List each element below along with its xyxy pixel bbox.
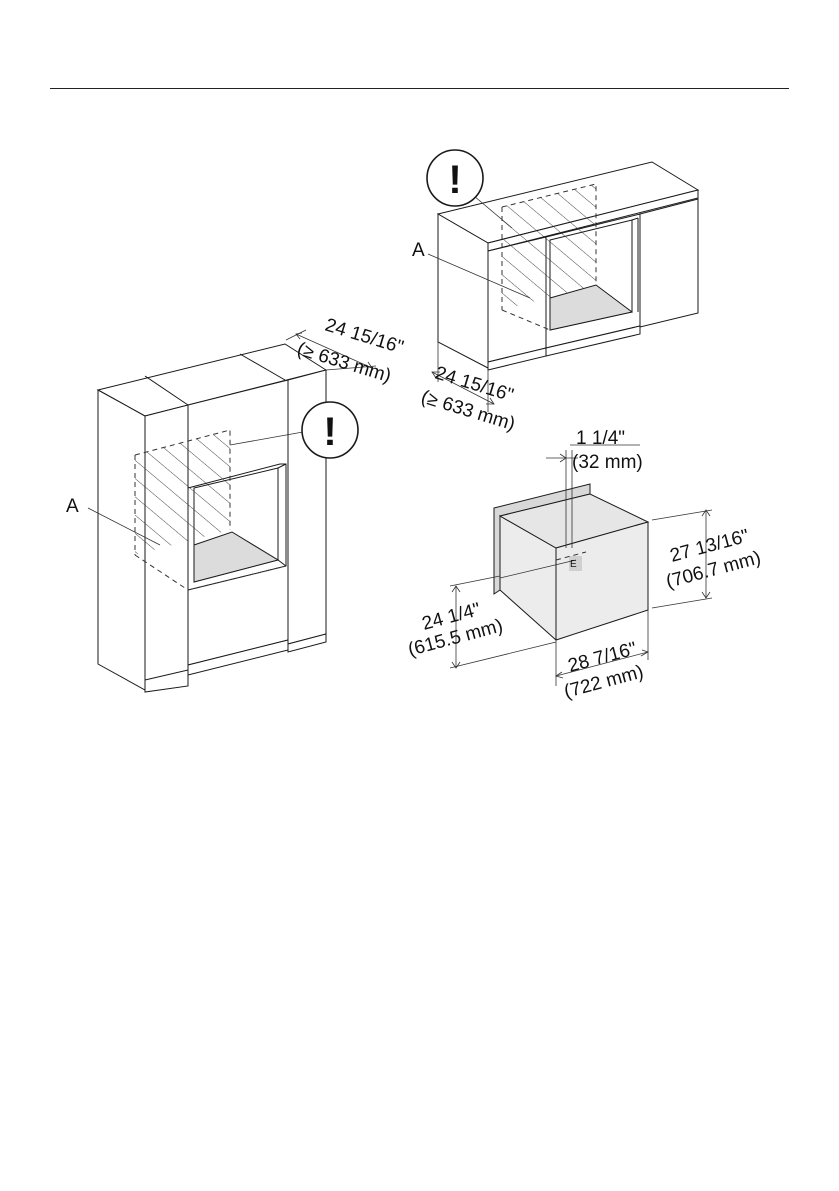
right-warning-icon: ! xyxy=(427,150,483,206)
left-tall-cabinet xyxy=(88,330,376,692)
top-offset-mm: (32 mm) xyxy=(572,452,643,473)
appliance-marker-e: E xyxy=(570,559,577,570)
right-callout-a: A xyxy=(412,240,425,261)
left-warning-icon: ! xyxy=(302,402,358,458)
left-callout-a: A xyxy=(66,496,79,517)
svg-text:!: ! xyxy=(448,158,461,202)
svg-text:!: ! xyxy=(323,410,336,454)
top-offset-inches: 1 1/4" xyxy=(576,428,625,449)
